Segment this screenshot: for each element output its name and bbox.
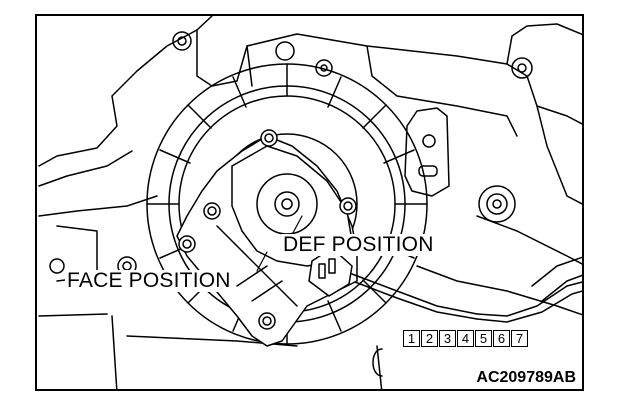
bracket (404, 107, 450, 197)
wiring-harness (351, 256, 582, 323)
connector-pin: 5 (475, 330, 492, 347)
connector-pin: 7 (511, 330, 528, 347)
figure-code: AC209789AB (474, 369, 578, 387)
face-position-label: FACE POSITION (65, 269, 233, 292)
connector-pin: 2 (421, 330, 438, 347)
connector-pin: 3 (439, 330, 456, 347)
heater-housing (38, 16, 582, 389)
connector-pin: 4 (457, 330, 474, 347)
connector-pin: 6 (493, 330, 510, 347)
bottom-mark (372, 348, 383, 377)
connector-pin: 1 (403, 330, 420, 347)
def-position-label: DEF POSITION (281, 233, 436, 256)
mounting-bosses (49, 31, 533, 276)
